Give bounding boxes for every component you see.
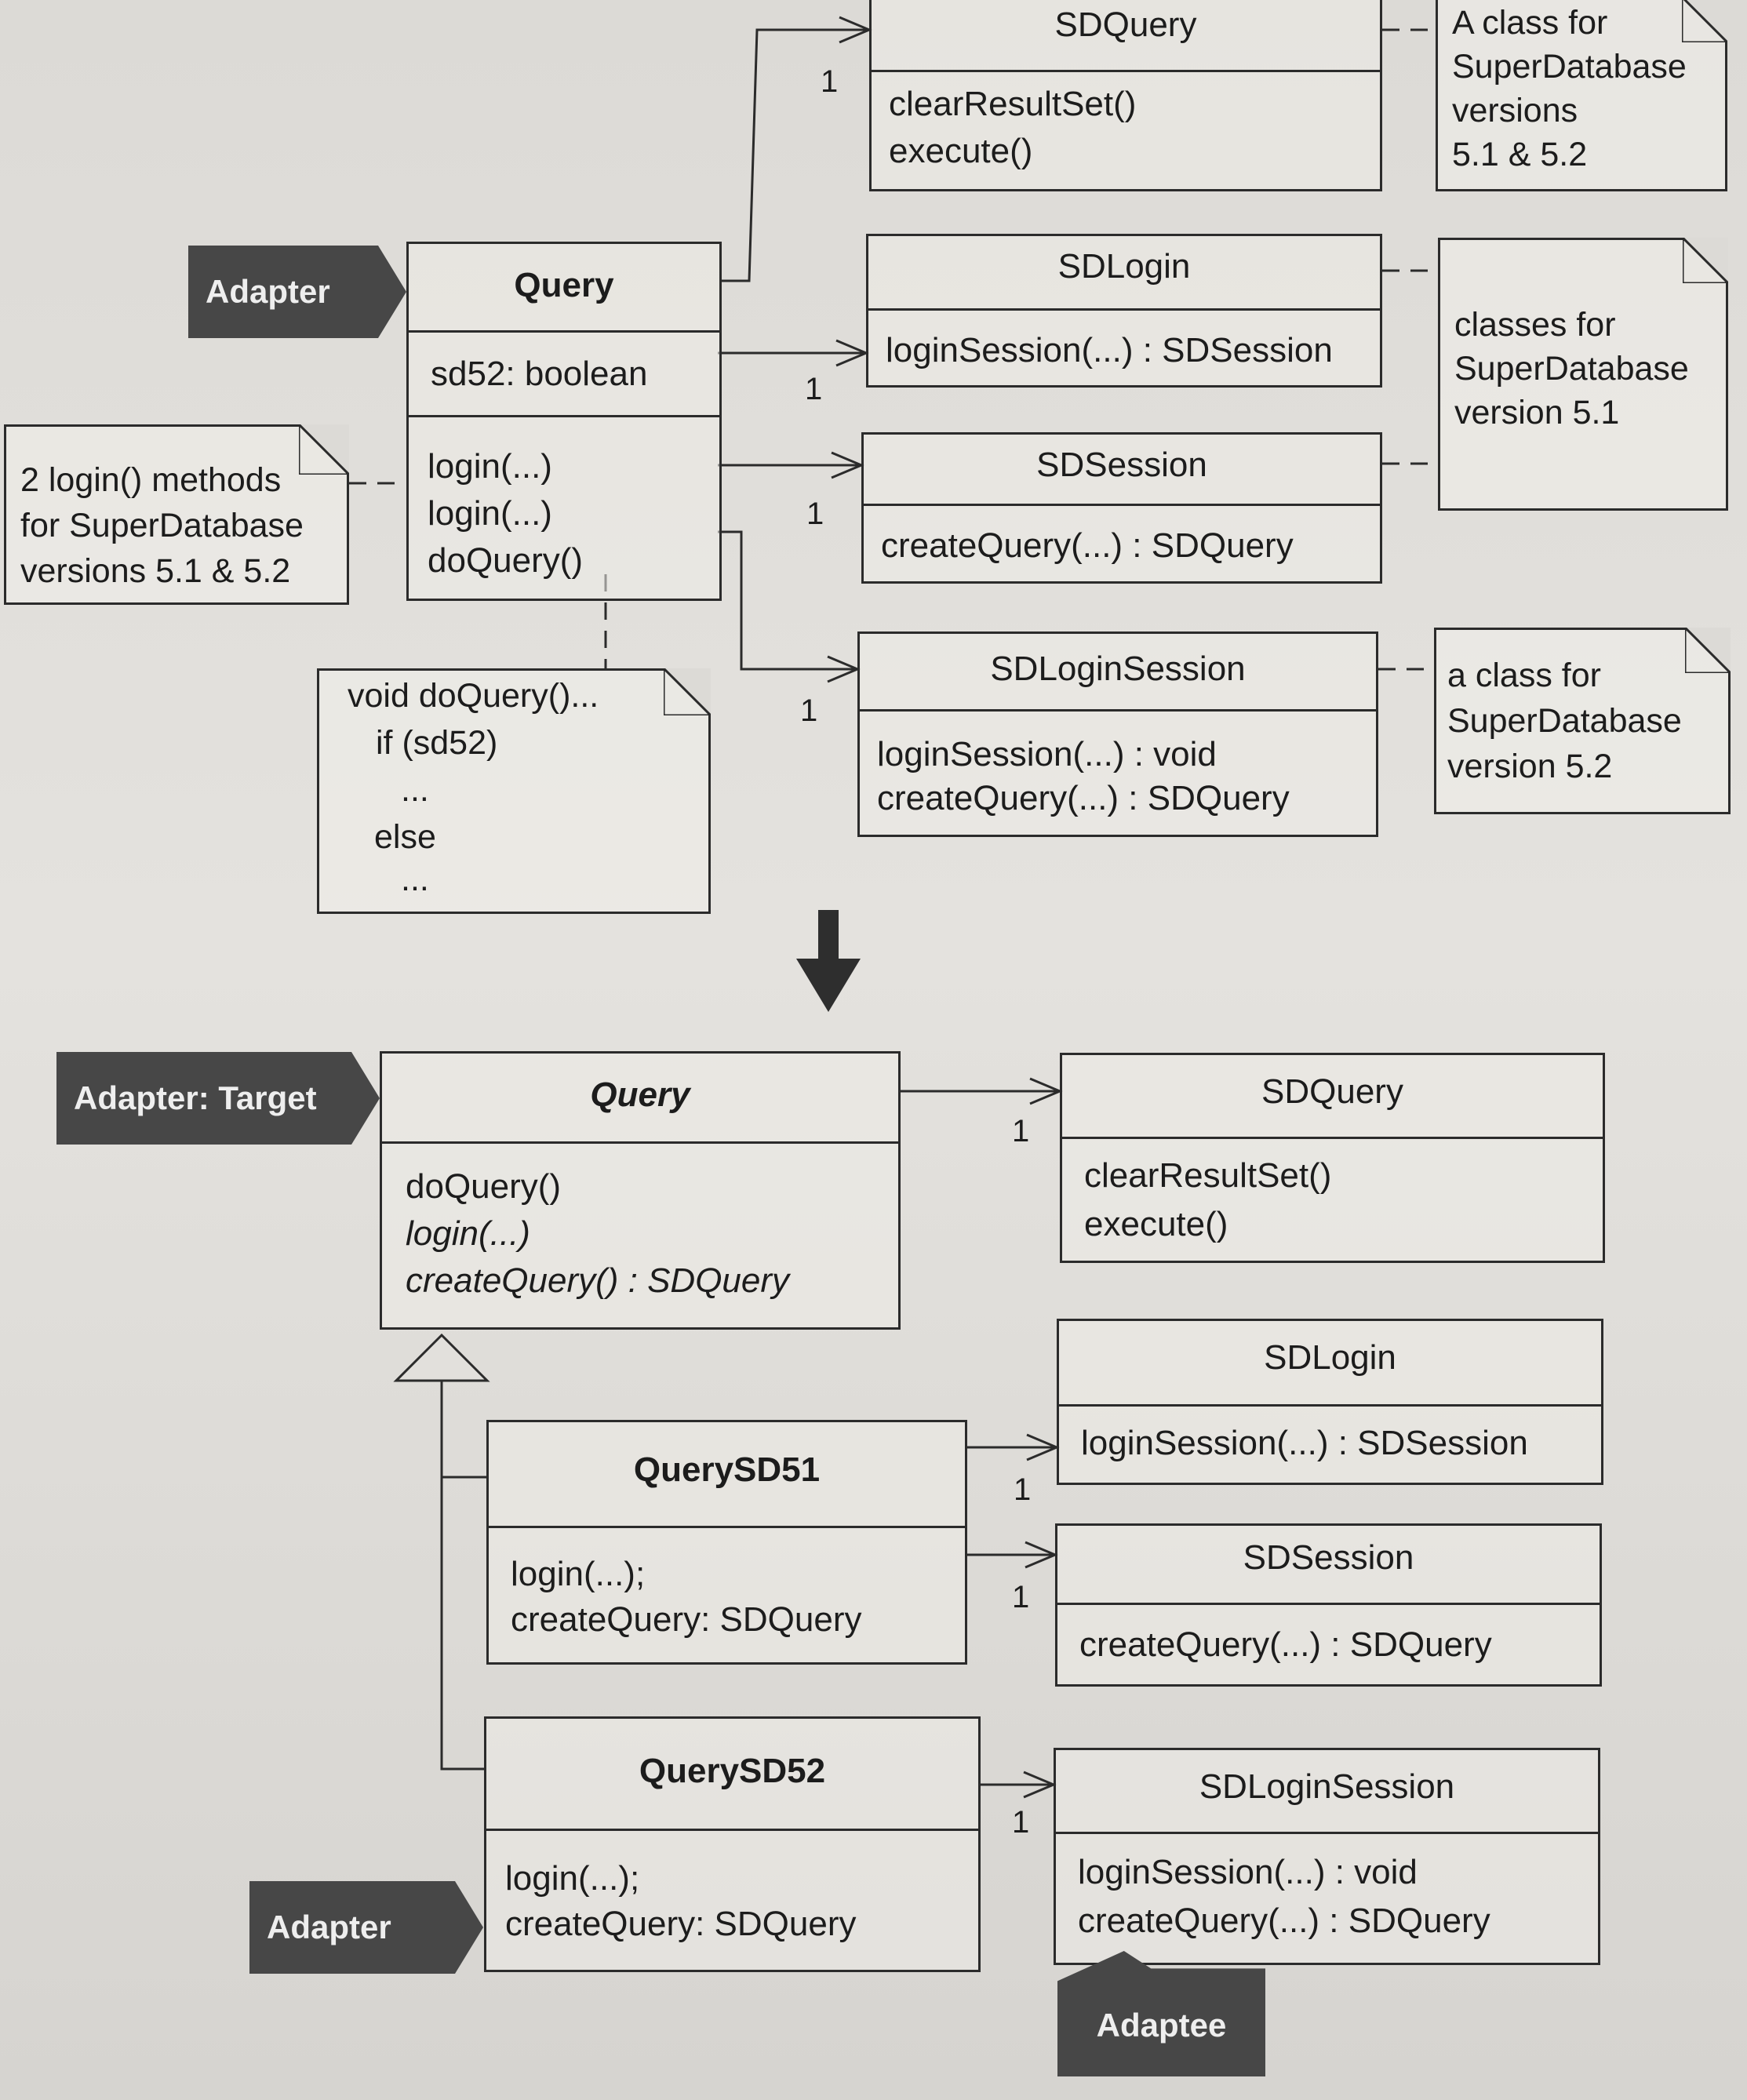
method: createQuery(...) : SDQuery <box>1079 1625 1492 1664</box>
transform-arrow <box>796 910 861 1012</box>
method: createQuery(...) : SDQuery <box>1078 1902 1490 1940</box>
note-doquery-code: void doQuery()... if (sd52) ... else ... <box>317 668 711 914</box>
method: login(...) <box>428 447 552 486</box>
method: doQuery() <box>406 1167 562 1206</box>
sdquery-class-top: SDQuery clearResultSet() execute() <box>869 0 1382 191</box>
assoc-query-sdloginsession <box>718 530 857 671</box>
adapter-target-tag: Adapter: Target <box>56 1052 380 1145</box>
class-name: SDQuery <box>1261 1072 1403 1111</box>
method: login(...); <box>505 1859 640 1898</box>
multiplicity: 1 <box>806 497 824 531</box>
method: createQuery: SDQuery <box>505 1905 857 1943</box>
multiplicity: 1 <box>1012 1805 1030 1840</box>
sdsession-class-bottom: SDSession createQuery(...) : SDQuery <box>1055 1523 1602 1687</box>
method: login(...) <box>406 1214 530 1253</box>
query-abstract-class: Query doQuery() login(...) createQuery()… <box>380 1051 901 1330</box>
class-name: SDQuery <box>1054 5 1197 44</box>
adapter-tag-bottom: Adapter <box>249 1881 483 1974</box>
class-name: SDLogin <box>1264 1338 1396 1377</box>
adapter-tag-top: Adapter <box>188 246 406 338</box>
method: loginSession(...) : void <box>877 735 1217 773</box>
querysd51-class: QuerySD51 login(...); createQuery: SDQue… <box>486 1420 967 1665</box>
sdloginsession-class-top: SDLoginSession loginSession(...) : void … <box>857 631 1378 837</box>
class-name: Query <box>590 1075 690 1114</box>
multiplicity: 1 <box>800 693 818 728</box>
multiplicity: 1 <box>821 64 839 99</box>
method: execute() <box>889 132 1033 170</box>
method: createQuery: SDQuery <box>511 1600 862 1639</box>
method: clearResultSet() <box>889 85 1137 123</box>
multiplicity: 1 <box>805 372 823 406</box>
sdlogin-class-top: SDLogin loginSession(...) : SDSession <box>866 234 1382 388</box>
note-sdquery-class: A class for SuperDatabase versions 5.1 &… <box>1436 0 1727 191</box>
method: loginSession(...) : SDSession <box>886 331 1333 369</box>
sdsession-class-top: SDSession createQuery(...) : SDQuery <box>861 432 1382 584</box>
note-fold-icon <box>1685 628 1731 673</box>
adaptee-tag: Adaptee <box>1057 1951 1265 2076</box>
multiplicity: 1 <box>1012 1580 1030 1614</box>
class-name: QuerySD51 <box>633 1450 821 1489</box>
class-name: Query <box>514 266 614 304</box>
note-v51-classes: classes for SuperDatabase version 5.1 <box>1438 238 1728 511</box>
method: loginSession(...) : SDSession <box>1081 1424 1528 1462</box>
note-fold-icon <box>1682 0 1727 42</box>
note-fold-icon <box>664 668 711 715</box>
method: doQuery() <box>428 541 584 580</box>
note-login-methods: 2 login() methods for SuperDatabase vers… <box>4 424 349 605</box>
method: loginSession(...) : void <box>1078 1853 1418 1891</box>
class-name: SDLogin <box>1057 247 1191 286</box>
method: login(...); <box>511 1555 646 1593</box>
sdloginsession-class-bottom: SDLoginSession loginSession(...) : void … <box>1054 1748 1600 1965</box>
method: createQuery(...) : SDQuery <box>877 779 1290 817</box>
method: clearResultSet() <box>1084 1156 1332 1195</box>
attribute: sd52: boolean <box>431 355 648 393</box>
sdquery-class-bottom: SDQuery clearResultSet() execute() <box>1060 1053 1605 1263</box>
note-v52-class: a class for SuperDatabase version 5.2 <box>1434 628 1731 814</box>
assoc-query-sdquery <box>722 28 869 282</box>
multiplicity: 1 <box>1012 1114 1030 1148</box>
class-name: SDLoginSession <box>990 650 1246 688</box>
generalization-triangle <box>393 1333 490 1382</box>
note-fold-icon <box>299 424 349 475</box>
class-name: SDSession <box>1243 1538 1414 1577</box>
class-name: QuerySD52 <box>639 1752 826 1790</box>
sdlogin-class-bottom: SDLogin loginSession(...) : SDSession <box>1057 1319 1603 1485</box>
query-class-top: Query sd52: boolean login(...) login(...… <box>406 242 722 601</box>
generalization-line <box>440 1381 484 1771</box>
class-name: SDSession <box>1036 446 1207 484</box>
note-fold-icon <box>1683 238 1728 283</box>
method: execute() <box>1084 1205 1228 1243</box>
class-name: SDLoginSession <box>1199 1767 1455 1806</box>
querysd52-class: QuerySD52 login(...); createQuery: SDQue… <box>484 1716 981 1972</box>
method: createQuery() : SDQuery <box>406 1261 790 1300</box>
method: createQuery(...) : SDQuery <box>881 526 1294 565</box>
method: login(...) <box>428 494 552 533</box>
multiplicity: 1 <box>1014 1472 1032 1507</box>
